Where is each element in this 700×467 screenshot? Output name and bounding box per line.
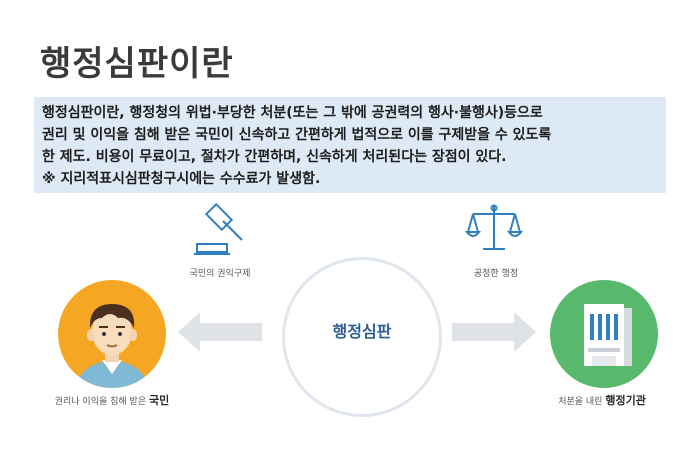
description-box: 행정심판이란, 행정청의 위법·부당한 처분(또는 그 밖에 공권력의 행사·불… — [34, 97, 666, 193]
page-title: 행정심판이란 — [40, 44, 234, 84]
citizen-avatar-icon — [58, 280, 166, 388]
agency-label-prefix: 처분을 내린 — [558, 397, 603, 407]
description-line-2: 권리 및 이익을 침해 받은 국민이 신속하고 간편하게 법적으로 이를 구제받… — [42, 127, 552, 143]
citizen-label-prefix: 권리나 이익을 침해 받은 — [54, 397, 147, 407]
description-line-3: 한 제도. 비용이 무료이고, 절차가 간편하며, 신속하게 처리된다는 장점이… — [42, 149, 507, 165]
center-circle — [282, 257, 442, 417]
gavel-icon — [194, 202, 243, 255]
arrow-left-icon — [178, 312, 262, 352]
agency-label-main: 행정기관 — [605, 394, 646, 407]
center-label: 행정심판 — [332, 322, 392, 341]
arrow-right-icon — [452, 312, 536, 352]
description-line-1: 행정심판이란, 행정청의 위법·부당한 처분(또는 그 밖에 공권력의 행사·불… — [42, 105, 543, 121]
scales-icon — [465, 204, 523, 250]
agency-label: 처분을 내린 행정기관 — [512, 392, 692, 408]
left-top-label: 국민의 권익구제 — [189, 269, 251, 279]
right-top-label: 공정한 행정 — [473, 269, 519, 279]
description-line-4: ※ 지리적표시심판청구시에는 수수료가 발생함. — [42, 171, 321, 187]
citizen-label-main: 국민 — [149, 394, 170, 407]
citizen-label: 권리나 이익을 침해 받은 국민 — [22, 392, 202, 408]
building-icon — [550, 280, 658, 388]
